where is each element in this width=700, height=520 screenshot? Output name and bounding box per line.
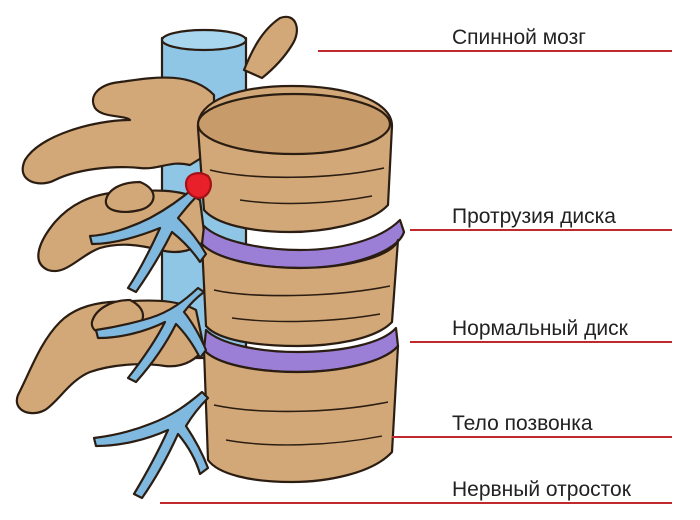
label-vertebral-body: Тело позвонка: [452, 412, 593, 435]
vertebra-top-surface: [198, 94, 390, 154]
labels: Спинной мозг Протрузия диска Нормальный …: [452, 26, 632, 501]
spine-illustration: [17, 17, 404, 498]
protrusion-spot: [186, 173, 211, 198]
label-spinal-cord: Спинной мозг: [452, 26, 586, 49]
label-disc-protrusion: Протрузия диска: [452, 205, 616, 228]
vertebral-bodies: [198, 86, 404, 482]
label-normal-disc: Нормальный диск: [452, 317, 629, 340]
label-nerve-root: Нервный отросток: [452, 478, 632, 501]
